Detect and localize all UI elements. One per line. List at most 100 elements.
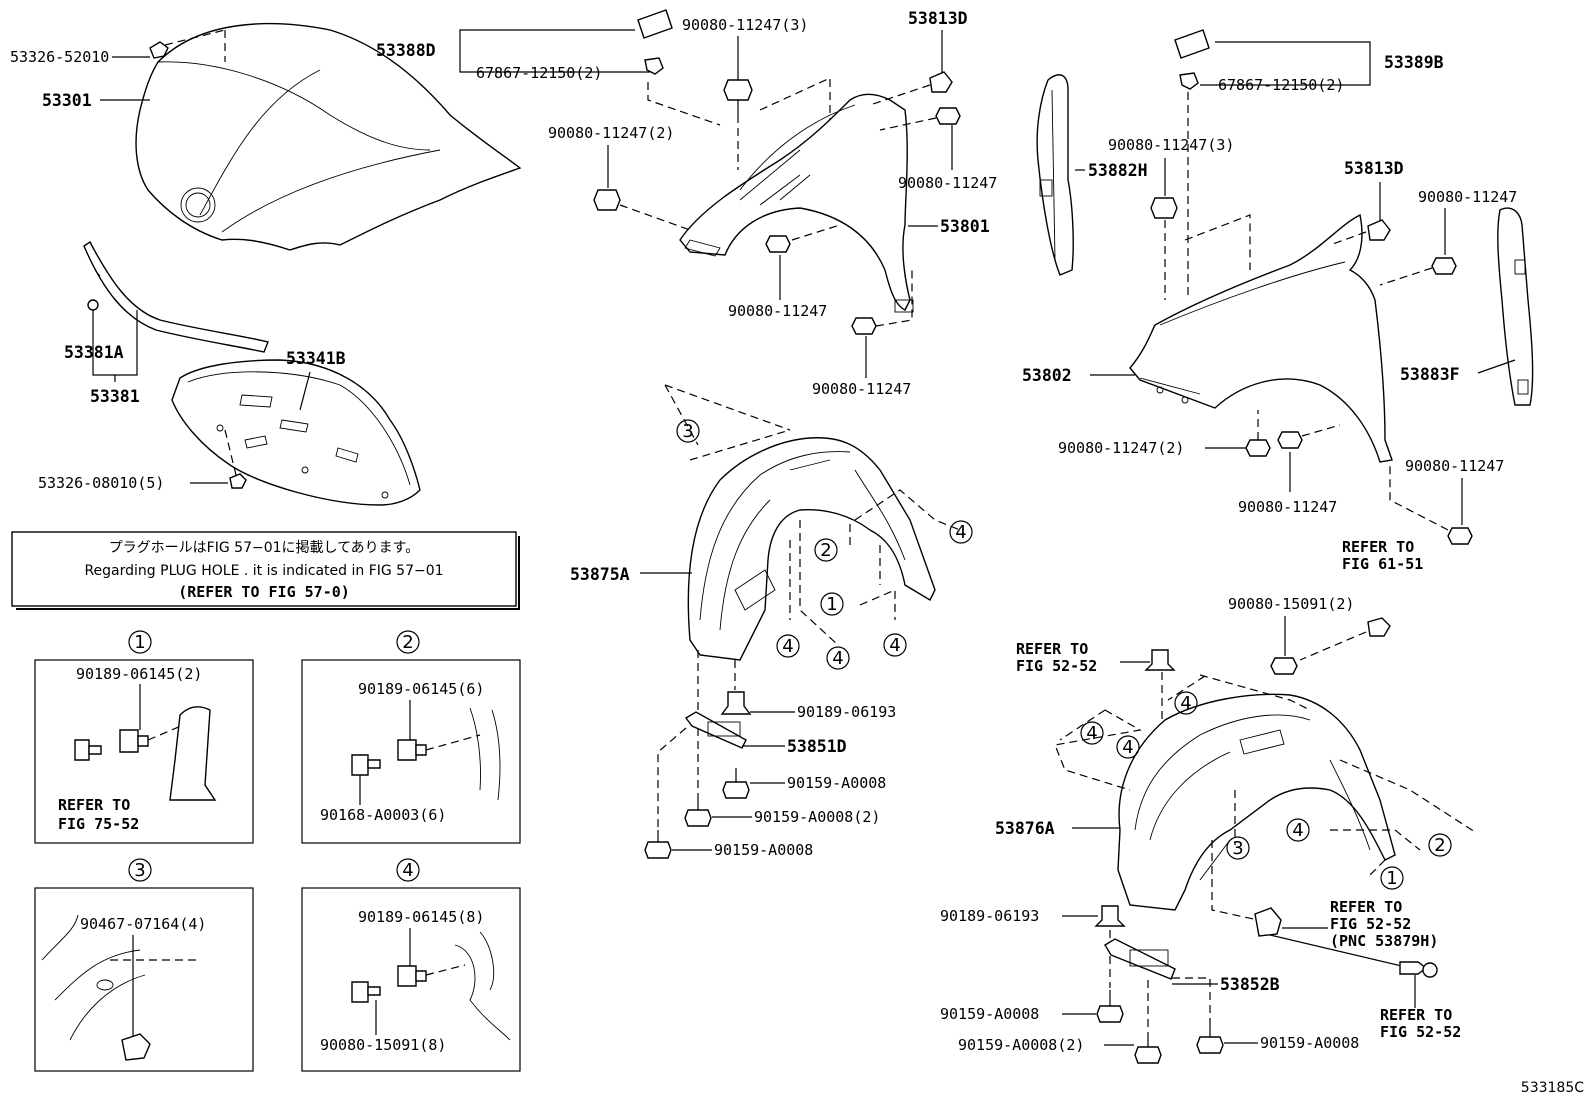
svg-text:4: 4 (889, 635, 900, 656)
label-90189-06145-6: 90189-06145(6) (358, 680, 484, 698)
svg-text:2: 2 (820, 540, 831, 561)
label-53381A: 53381A (64, 343, 124, 362)
clip-fig-52-52-pnc-icon (1254, 907, 1282, 937)
note-refer: (REFER TO FIG 57-0) (178, 583, 350, 601)
label-90189-06145-8: 90189-06145(8) (358, 908, 484, 926)
bolt-90159-right-b-icon (1134, 1035, 1162, 1064)
clip-53813D-icon-b (1367, 219, 1391, 241)
marker-1-right: 1 (1380, 866, 1404, 890)
hood-insulator-drawing (171, 359, 421, 506)
label-53326-52010: 53326-52010 (10, 48, 109, 66)
marker-3-detail: 3 (128, 858, 152, 882)
label-53852B: 53852B (1220, 975, 1280, 994)
bracket-53851D-drawing (684, 711, 747, 749)
svg-text:1: 1 (826, 594, 837, 615)
marker-4-left-a: 4 (949, 520, 973, 544)
bolt-90159-right-c-icon (1196, 1025, 1224, 1054)
svg-text:4: 4 (782, 636, 793, 657)
marker-4-detail: 4 (396, 858, 420, 882)
marker-4-right-b: 4 (1080, 721, 1104, 745)
bracket-53852B-drawing (1104, 938, 1176, 980)
pad-53389B-icon (1174, 29, 1210, 59)
marker-2-left: 2 (814, 538, 838, 562)
bolt-right-fender-icon-a (935, 107, 961, 125)
label-53883F: 53883F (1400, 365, 1460, 384)
liner-53876A-drawing (1117, 693, 1396, 911)
svg-text:1: 1 (134, 632, 145, 653)
svg-text:3: 3 (1232, 838, 1243, 859)
refer-fig-61-51-line2: FIG 61-51 (1342, 555, 1423, 573)
bolt-left-fender-icon (593, 189, 621, 211)
bolt-90080-15091-icon (1270, 657, 1298, 675)
clip-90189-06193-left-icon (720, 691, 752, 715)
label-90159-A0008-a: 90159-A0008 (787, 774, 886, 792)
marker-4-left-c: 4 (826, 646, 850, 670)
marker-2-detail: 2 (396, 630, 420, 654)
svg-text:3: 3 (682, 421, 693, 442)
marker-3-right: 3 (1226, 836, 1250, 860)
label-90159-A0008-c: 90159-A0008 (940, 1005, 1039, 1023)
label-53341B: 53341B (286, 349, 346, 368)
note-japanese: プラグホールはFIG 57−01に掲載してあります。 (109, 540, 420, 556)
refer-pnc-line2: FIG 52-52 (1330, 915, 1411, 933)
label-90080-11247-d: 90080-11247 (1418, 188, 1517, 206)
bolt-90159-right-a-icon (1096, 990, 1124, 1023)
marker-4-right-c: 4 (1116, 735, 1140, 759)
label-53813D-b: 53813D (1344, 159, 1404, 178)
label-53876A: 53876A (995, 819, 1055, 838)
hood-drawing (135, 22, 522, 251)
label-90080-15091-8: 90080-15091(8) (320, 1036, 446, 1054)
label-53851D: 53851D (787, 737, 847, 756)
svg-text:4: 4 (1122, 737, 1133, 758)
svg-text:4: 4 (1292, 820, 1303, 841)
marker-1-left: 1 (820, 592, 844, 616)
clip-fig-61-51-icon (1367, 617, 1391, 637)
label-90080-11247-a: 90080-11247 (898, 174, 997, 192)
refer-fig-75-52-line1: REFER TO (58, 796, 130, 814)
label-90080-11247-c: 90080-11247 (812, 380, 911, 398)
bolt-right-lower-b-icon (1277, 431, 1303, 449)
marker-4-left-d: 4 (883, 633, 907, 657)
svg-text:4: 4 (402, 860, 413, 881)
marker-3-left: 3 (676, 419, 700, 443)
label-90189-06193-a: 90189-06193 (797, 703, 896, 721)
clip-67867-12150-right-icon (1179, 72, 1199, 90)
marker-4-right-a: 4 (1174, 691, 1198, 715)
bolt-90159-b-icon (684, 800, 712, 827)
bolt-90159-a-icon (722, 768, 750, 799)
refer-fig-52-52-b-line2: FIG 52-52 (1380, 1023, 1461, 1041)
label-53301: 53301 (42, 91, 92, 110)
label-67867-12150-2b: 67867-12150(2) (1218, 76, 1344, 94)
svg-text:2: 2 (1434, 835, 1445, 856)
label-67867-12150-2: 67867-12150(2) (476, 64, 602, 82)
label-53882H: 53882H (1088, 161, 1148, 180)
label-53389B: 53389B (1384, 53, 1444, 72)
label-90080-11247-e: 90080-11247 (1238, 498, 1337, 516)
bolt-right-lower-a-icon (1245, 439, 1271, 457)
label-90168-A0003-6: 90168-A0003(6) (320, 806, 446, 824)
label-90159-A0008-2a: 90159-A0008(2) (754, 808, 880, 826)
marker-1-detail: 1 (128, 630, 152, 654)
bolt-lower-icon (851, 317, 877, 335)
bolt-right-upper-icon (1150, 197, 1178, 219)
seal-53883F-drawing (1497, 207, 1534, 406)
label-53801: 53801 (940, 217, 990, 236)
pad-53388D-icon (637, 9, 673, 39)
label-53388D: 53388D (376, 41, 436, 60)
fender-left-drawing (679, 93, 914, 313)
label-90189-06145-2: 90189-06145(2) (76, 665, 202, 683)
marker-2-right: 2 (1428, 833, 1452, 857)
clip-90189-06193-right-icon (1094, 905, 1126, 927)
svg-text:4: 4 (1086, 723, 1097, 744)
detail-2: 2 90189-06145(6) 90168-A0003(6) (301, 630, 521, 844)
fender-right-drawing (1129, 213, 1393, 463)
drawing-number: 533185C (1521, 1080, 1584, 1096)
svg-text:3: 3 (134, 860, 145, 881)
label-90080-15091-2: 90080-15091(2) (1228, 595, 1354, 613)
label-53875A: 53875A (570, 565, 630, 584)
liner-53875A-drawing (687, 437, 936, 661)
detail-3: 3 90467-07164(4) (34, 858, 254, 1072)
svg-text:4: 4 (955, 522, 966, 543)
